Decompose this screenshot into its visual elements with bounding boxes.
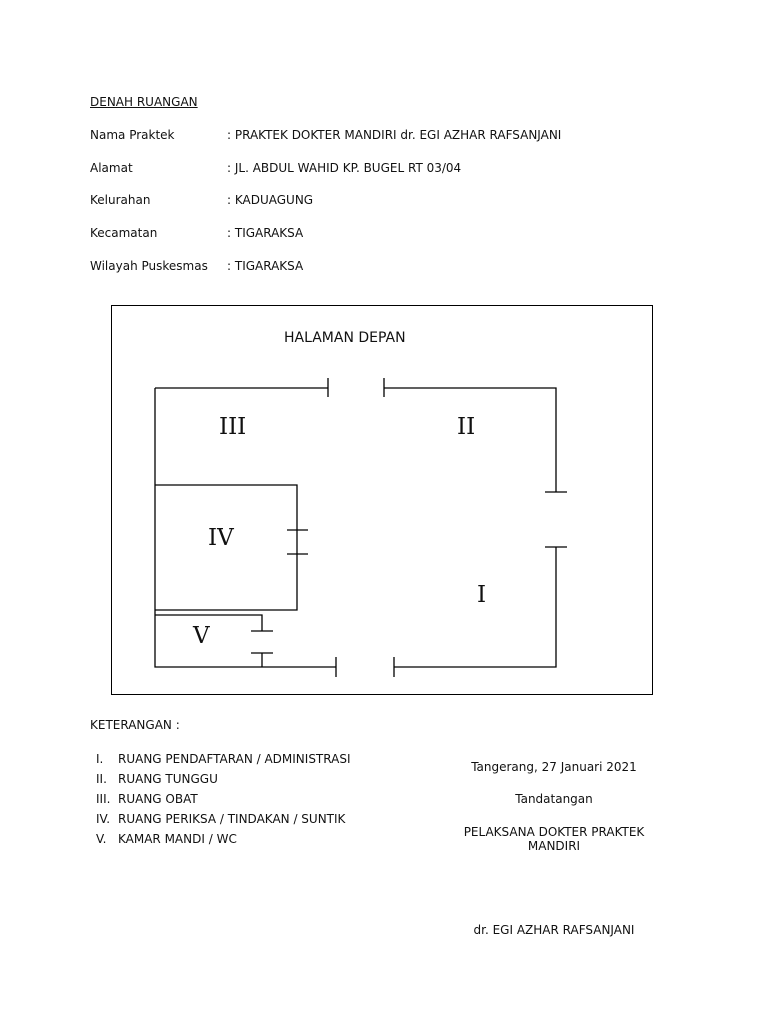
halaman-depan-label: HALAMAN DEPAN xyxy=(284,330,406,346)
info-label: Alamat xyxy=(90,161,133,175)
room-iv-door xyxy=(287,529,308,555)
signer-role: PELAKSANA DOKTER PRAKTEK MANDIRI xyxy=(463,825,645,853)
document-title: DENAH RUANGAN xyxy=(90,95,198,109)
room-v-door xyxy=(251,630,273,654)
floor-plan-frame xyxy=(111,305,653,695)
place-date: Tangerang, 27 Januari 2021 xyxy=(471,760,637,774)
info-label: Kelurahan xyxy=(90,193,151,207)
info-label: Wilayah Puskesmas xyxy=(90,259,208,273)
room-label-iii: III xyxy=(219,414,247,440)
info-label: Kecamatan xyxy=(90,226,158,240)
legend-text: KAMAR MANDI / WC xyxy=(118,832,237,846)
legend-number: III. xyxy=(96,792,111,806)
legend-text: RUANG OBAT xyxy=(118,792,198,806)
legend-text: RUANG PENDAFTARAN / ADMINISTRASI xyxy=(118,752,351,766)
door-bottom-jamb xyxy=(335,657,395,677)
room-label-iv: IV xyxy=(208,525,234,551)
info-value: : TIGARAKSA xyxy=(227,226,304,240)
door-right-jamb xyxy=(545,491,567,548)
info-value: : PRAKTEK DOKTER MANDIRI dr. EGI AZHAR R… xyxy=(227,128,562,142)
room-label-ii: II xyxy=(457,414,476,440)
wall-top-right xyxy=(384,387,557,492)
wall-bottom-left xyxy=(154,388,336,668)
wall-right-lower xyxy=(394,547,557,668)
legend-text: RUANG PERIKSA / TINDAKAN / SUNTIK xyxy=(118,812,346,826)
room-label-v: V xyxy=(193,623,210,649)
legend-title: KETERANGAN : xyxy=(90,718,180,732)
info-value: : TIGARAKSA xyxy=(227,259,304,273)
info-value: : JL. ABDUL WAHID KP. BUGEL RT 03/04 xyxy=(227,161,462,175)
legend-text: RUANG TUNGGU xyxy=(118,772,218,786)
info-value: : KADUAGUNG xyxy=(227,193,314,207)
legend-number: IV. xyxy=(96,812,111,826)
door-top-jamb xyxy=(327,378,385,397)
legend-number: II. xyxy=(96,772,107,786)
info-label: Nama Praktek xyxy=(90,128,175,142)
signer-name: dr. EGI AZHAR RAFSANJANI xyxy=(473,923,635,937)
legend-number: V. xyxy=(96,832,107,846)
room-label-i: I xyxy=(477,582,487,608)
room-iv-walls xyxy=(155,484,298,611)
room-v-walls xyxy=(155,614,263,667)
legend-number: I. xyxy=(96,752,104,766)
tandatangan-label: Tandatangan xyxy=(515,792,593,806)
